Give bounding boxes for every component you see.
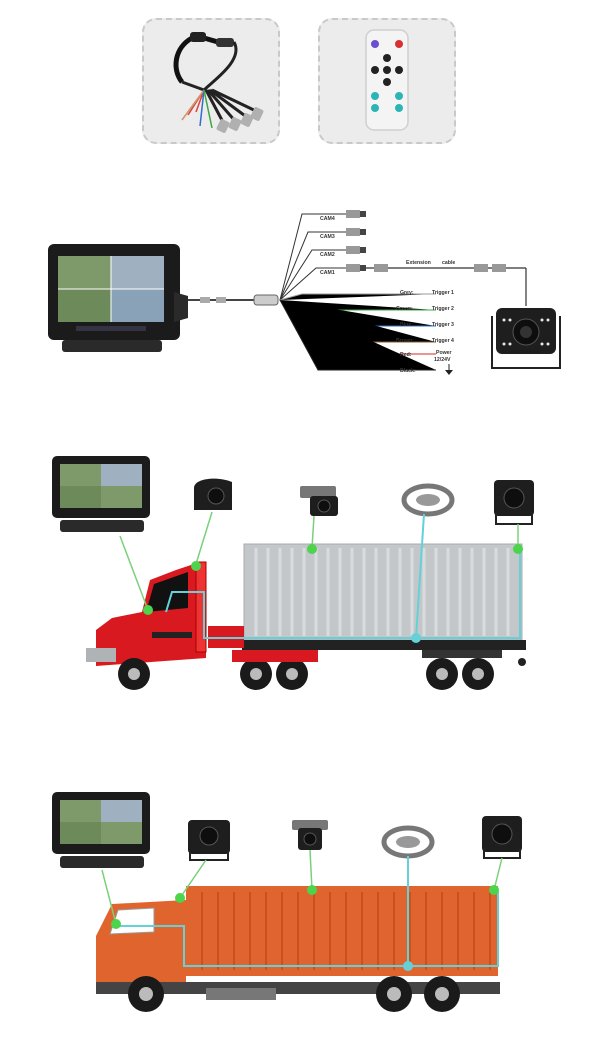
remote-control-icon [365,29,409,131]
wire-grey-name: Grey: [400,290,414,296]
wiring-diagram: CAM4 CAM3 CAM2 CAM1 Extension cable Grey… [48,210,561,375]
ahd-camera-icon [188,820,230,861]
cam1-label: CAM1 [320,270,335,276]
ahd-camera-icon [494,480,534,525]
cable-harness-icon [173,32,264,133]
monitor-icon [48,244,188,352]
container-grey [242,543,526,650]
box-truck-wheels [128,976,460,1012]
monitor-icon [52,792,150,868]
cable-label: cable [442,260,455,266]
side-camera-icon [194,478,232,510]
semi-truck-diagram [52,456,534,690]
cam4-label: CAM4 [320,216,335,222]
ring-camera-icon [381,825,435,859]
extension-label: Extension [406,260,431,266]
cam-connectors [346,210,366,272]
wire-brown-name: Brown: [396,338,414,344]
semi-truck-cab [86,561,244,666]
monitor-icon [52,456,150,532]
ahd-camera-icon [491,308,561,369]
wire-grey-function: Trigger 1 [432,290,454,296]
connection-nodes [143,544,523,615]
cam3-label: CAM3 [320,234,335,240]
remote-control-card [318,18,456,144]
ahd-camera-icon [482,816,522,859]
ground-icon [445,364,453,375]
mini-camera-icon [292,820,328,850]
wire-red-name: Red: [400,352,412,358]
wire-black-name: Black: [400,368,416,374]
mini-camera-icon [300,486,338,516]
box-truck-diagram [52,792,522,1012]
wire-brown-function: Trigger 4 [432,338,454,344]
wire-green-name: Green: [396,306,413,312]
connection-nodes [111,885,499,929]
wire-green-function: Trigger 2 [432,306,454,312]
ring-camera-icon [401,483,455,517]
wire-blue-function: Trigger 3 [432,322,454,328]
wire-red-function: Power [436,350,452,356]
cam2-label: CAM2 [320,252,335,258]
semi-truck-wheels [118,650,526,690]
cable-harness-card [142,18,280,144]
wire-blue-name: Blue: [400,322,413,328]
power-voltage-label: 12/24V [434,357,451,363]
